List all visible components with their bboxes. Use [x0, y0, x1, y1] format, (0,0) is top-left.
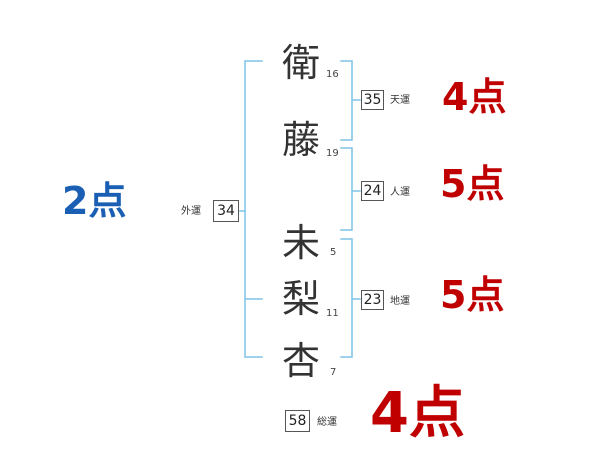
soukaku-label: 総運 — [317, 417, 337, 428]
tenkaku-value-box: 35 — [361, 90, 384, 110]
tenkaku-bracket — [340, 60, 353, 141]
chikaku-label: 地運 — [390, 296, 410, 307]
soukaku-score: 4点 — [370, 381, 465, 446]
surname-char-2: 藤 — [282, 118, 321, 162]
chikaku-score: 5点 — [440, 273, 505, 317]
jinkaku-label: 人運 — [390, 187, 410, 198]
given-char-2: 梨 — [282, 277, 321, 321]
soukaku-value-box: 58 — [285, 410, 310, 432]
given-char-1-strokes: 5 — [330, 247, 337, 258]
gaikaku-bracket — [244, 60, 263, 358]
tenkaku-label: 天運 — [390, 95, 410, 106]
gaikaku-label: 外運 — [181, 206, 201, 217]
tenkaku-score: 4点 — [442, 75, 507, 119]
chikaku-bracket — [340, 238, 353, 358]
jinkaku-value-box: 24 — [361, 181, 384, 201]
jinkaku-bracket — [340, 147, 353, 231]
surname-char-1: 衛 — [282, 41, 321, 85]
gaikaku-value-box: 34 — [213, 200, 239, 222]
given-char-2-strokes: 11 — [326, 308, 339, 319]
given-char-1: 未 — [282, 221, 321, 265]
surname-char-2-strokes: 19 — [326, 148, 339, 159]
given-char-3-strokes: 7 — [330, 367, 337, 378]
given-char-3: 杏 — [282, 339, 321, 383]
surname-char-1-strokes: 16 — [326, 69, 339, 80]
jinkaku-score: 5点 — [440, 162, 505, 206]
gaikaku-score: 2点 — [62, 179, 127, 223]
chikaku-value-box: 23 — [361, 290, 384, 310]
